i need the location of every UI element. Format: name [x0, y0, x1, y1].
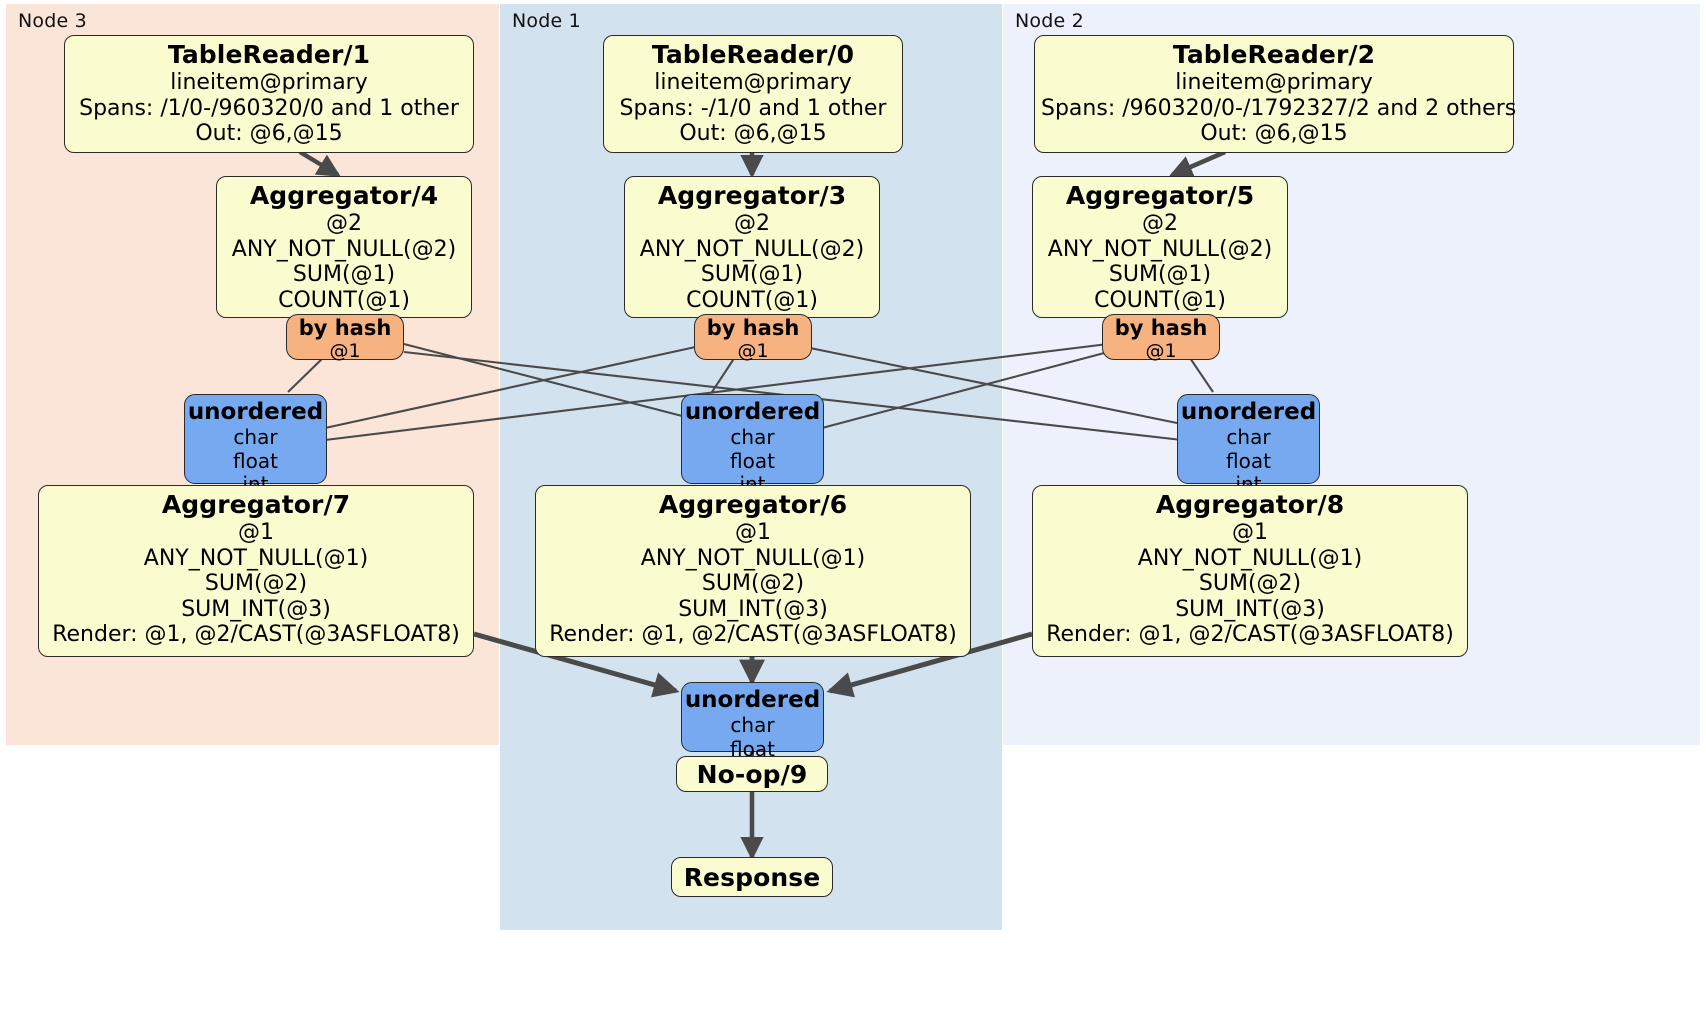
- router-label: @1: [329, 339, 361, 362]
- router-title: by hash: [298, 316, 392, 340]
- synchronizer-type: float: [233, 448, 278, 473]
- processor-aggregator4[interactable]: Aggregator/4 @2 ANY_NOT_NULL(@2) SUM(@1)…: [216, 176, 472, 318]
- processor-line: ANY_NOT_NULL(@2): [639, 236, 865, 262]
- processor-title: Aggregator/5: [1065, 181, 1255, 210]
- processor-aggregator3[interactable]: Aggregator/3 @2 ANY_NOT_NULL(@2) SUM(@1)…: [624, 176, 880, 318]
- processor-line: @2: [1142, 211, 1178, 236]
- processor-line: SUM(@1): [1108, 262, 1212, 288]
- synchronizer-type: char: [1226, 425, 1271, 450]
- processor-line: SUM(@1): [700, 262, 804, 288]
- processor-line: COUNT(@1): [1094, 287, 1226, 313]
- processor-line: lineitem@primary: [1175, 70, 1373, 95]
- processor-aggregator7[interactable]: Aggregator/7 @1 ANY_NOT_NULL(@1) SUM(@2)…: [38, 485, 474, 657]
- processor-line: COUNT(@1): [278, 287, 410, 313]
- synchronizer-title: unordered: [684, 399, 821, 425]
- processor-aggregator6[interactable]: Aggregator/6 @1 ANY_NOT_NULL(@1) SUM(@2)…: [535, 485, 971, 657]
- processor-title: TableReader/1: [167, 40, 371, 69]
- processor-line: @2: [326, 211, 362, 236]
- processor-line: Spans: /1/0-/960320/0 and 1 other: [79, 95, 459, 121]
- synchronizer-unordered-left[interactable]: unordered char float int: [184, 394, 327, 496]
- synchronizer-type: float: [1226, 448, 1271, 473]
- processor-response[interactable]: Response: [671, 857, 833, 897]
- processor-line: SUM_INT(@3): [678, 596, 828, 622]
- synchronizer-type: float: [730, 448, 775, 473]
- processor-title: Aggregator/4: [249, 181, 439, 210]
- processor-line: ANY_NOT_NULL(@2): [1047, 236, 1273, 262]
- processor-line: lineitem@primary: [170, 70, 368, 95]
- router-label: @1: [1145, 339, 1177, 362]
- node-label-node3: Node 3: [18, 10, 87, 32]
- processor-line: ANY_NOT_NULL(@1): [640, 545, 866, 571]
- router-title: by hash: [706, 316, 800, 340]
- processor-line: Render: @1, @2/CAST(@3ASFLOAT8): [52, 622, 460, 648]
- processor-title: Aggregator/7: [161, 490, 351, 519]
- processor-line: SUM(@2): [204, 571, 308, 597]
- processor-line: Render: @1, @2/CAST(@3ASFLOAT8): [1046, 622, 1454, 648]
- synchronizer-type: char: [730, 425, 775, 450]
- synchronizer-unordered-right[interactable]: unordered char float int: [1177, 394, 1320, 496]
- synchronizer-title: unordered: [187, 399, 324, 425]
- processor-line: ANY_NOT_NULL(@1): [143, 545, 369, 571]
- processor-aggregator5[interactable]: Aggregator/5 @2 ANY_NOT_NULL(@2) SUM(@1)…: [1032, 176, 1288, 318]
- processor-tablereader2[interactable]: TableReader/2 lineitem@primary Spans: /9…: [1034, 35, 1517, 153]
- synchronizer-title: unordered: [1180, 399, 1317, 425]
- processor-line: SUM(@1): [292, 262, 396, 288]
- synchronizer-type: char: [233, 425, 278, 450]
- router-by-hash-right[interactable]: by hash @1: [1102, 314, 1220, 362]
- processor-title: Aggregator/3: [657, 181, 847, 210]
- processor-title: Aggregator/6: [658, 490, 848, 519]
- synchronizer-type: char: [730, 713, 775, 738]
- processor-tablereader0[interactable]: TableReader/0 lineitem@primary Spans: -/…: [603, 35, 903, 153]
- router-by-hash-left[interactable]: by hash @1: [286, 314, 404, 362]
- processor-line: Spans: /960320/0-/1792327/2 and 2 others: [1041, 95, 1517, 121]
- node-label-node1: Node 1: [512, 10, 581, 32]
- synchronizer-type: float: [730, 736, 775, 761]
- processor-line: SUM_INT(@3): [1175, 596, 1325, 622]
- processor-aggregator8[interactable]: Aggregator/8 @1 ANY_NOT_NULL(@1) SUM(@2)…: [1032, 485, 1468, 657]
- processor-line: @1: [1232, 520, 1268, 545]
- synchronizer-unordered-center[interactable]: unordered char float int: [681, 394, 824, 496]
- processor-line: @1: [238, 520, 274, 545]
- node-label-node2: Node 2: [1015, 10, 1084, 32]
- processor-line: ANY_NOT_NULL(@2): [231, 236, 457, 262]
- synchronizer-title: unordered: [684, 687, 821, 713]
- processor-line: SUM(@2): [1198, 571, 1302, 597]
- processor-line: Render: @1, @2/CAST(@3ASFLOAT8): [549, 622, 957, 648]
- processor-line: Out: @6,@15: [195, 121, 343, 147]
- processor-title: Response: [683, 862, 821, 892]
- processor-line: SUM_INT(@3): [181, 596, 331, 622]
- processor-noop9[interactable]: No-op/9: [676, 756, 828, 792]
- processor-tablereader1[interactable]: TableReader/1 lineitem@primary Spans: /1…: [64, 35, 474, 153]
- router-label: @1: [737, 339, 769, 362]
- processor-title: Aggregator/8: [1155, 490, 1345, 519]
- processor-line: @2: [734, 211, 770, 236]
- processor-line: SUM(@2): [701, 571, 805, 597]
- router-title: by hash: [1114, 316, 1208, 340]
- synchronizer-unordered-final[interactable]: unordered char float: [681, 682, 824, 760]
- processor-line: ANY_NOT_NULL(@1): [1137, 545, 1363, 571]
- processor-title: TableReader/2: [1172, 40, 1376, 69]
- processor-title: No-op/9: [696, 759, 808, 789]
- processor-line: @1: [735, 520, 771, 545]
- router-by-hash-center[interactable]: by hash @1: [694, 314, 812, 362]
- processor-line: Out: @6,@15: [1200, 121, 1348, 147]
- processor-line: lineitem@primary: [654, 70, 852, 95]
- processor-title: TableReader/0: [651, 40, 855, 69]
- processor-line: COUNT(@1): [686, 287, 818, 313]
- processor-line: Spans: -/1/0 and 1 other: [619, 95, 887, 121]
- processor-line: Out: @6,@15: [679, 121, 827, 147]
